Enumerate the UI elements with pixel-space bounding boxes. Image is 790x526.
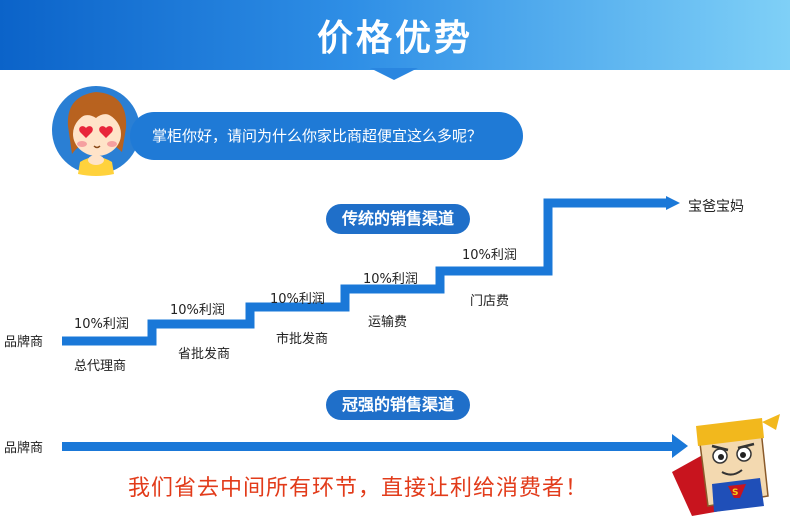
question-bubble: 掌柜你好，请问为什么你家比商超便宜这么多呢？ [130, 112, 523, 160]
step-4-profit: 10%利润 [363, 272, 418, 287]
guanqiang-heading-text: 冠强的销售渠道 [342, 395, 455, 414]
step-5-label: 门店费 [470, 294, 510, 309]
traditional-channel-heading: 传统的销售渠道 [326, 204, 471, 234]
header-banner [0, 0, 790, 70]
question-text: 掌柜你好，请问为什么你家比商超便宜这么多呢？ [152, 127, 483, 145]
step-3-label: 市批发商 [276, 332, 329, 347]
step-1-profit: 10%利润 [74, 317, 129, 332]
step-2-profit: 10%利润 [170, 303, 225, 318]
guanqiang-channel-heading: 冠强的销售渠道 [326, 390, 471, 420]
step-2-label: 省批发商 [178, 347, 231, 362]
traditional-source-label: 品牌商 [4, 335, 44, 350]
svg-text:S: S [732, 488, 738, 498]
slogan-text: 我们省去中间所有环节，直接让利给消费者！ [128, 476, 589, 501]
step-1-label: 总代理商 [74, 359, 127, 374]
step-4-label: 运输费 [368, 315, 408, 330]
banner-notch [370, 68, 418, 80]
step-5-profit: 10%利润 [462, 248, 517, 263]
step-3-profit: 10%利润 [270, 292, 325, 307]
page-title: 价格优势 [316, 18, 473, 59]
guanqiang-source-label: 品牌商 [4, 441, 44, 456]
traditional-end-label: 宝爸宝妈 [688, 199, 744, 215]
traditional-heading-text: 传统的销售渠道 [342, 209, 455, 228]
superhero-mascot-icon: S [672, 414, 780, 516]
girl-avatar-icon [52, 86, 140, 176]
